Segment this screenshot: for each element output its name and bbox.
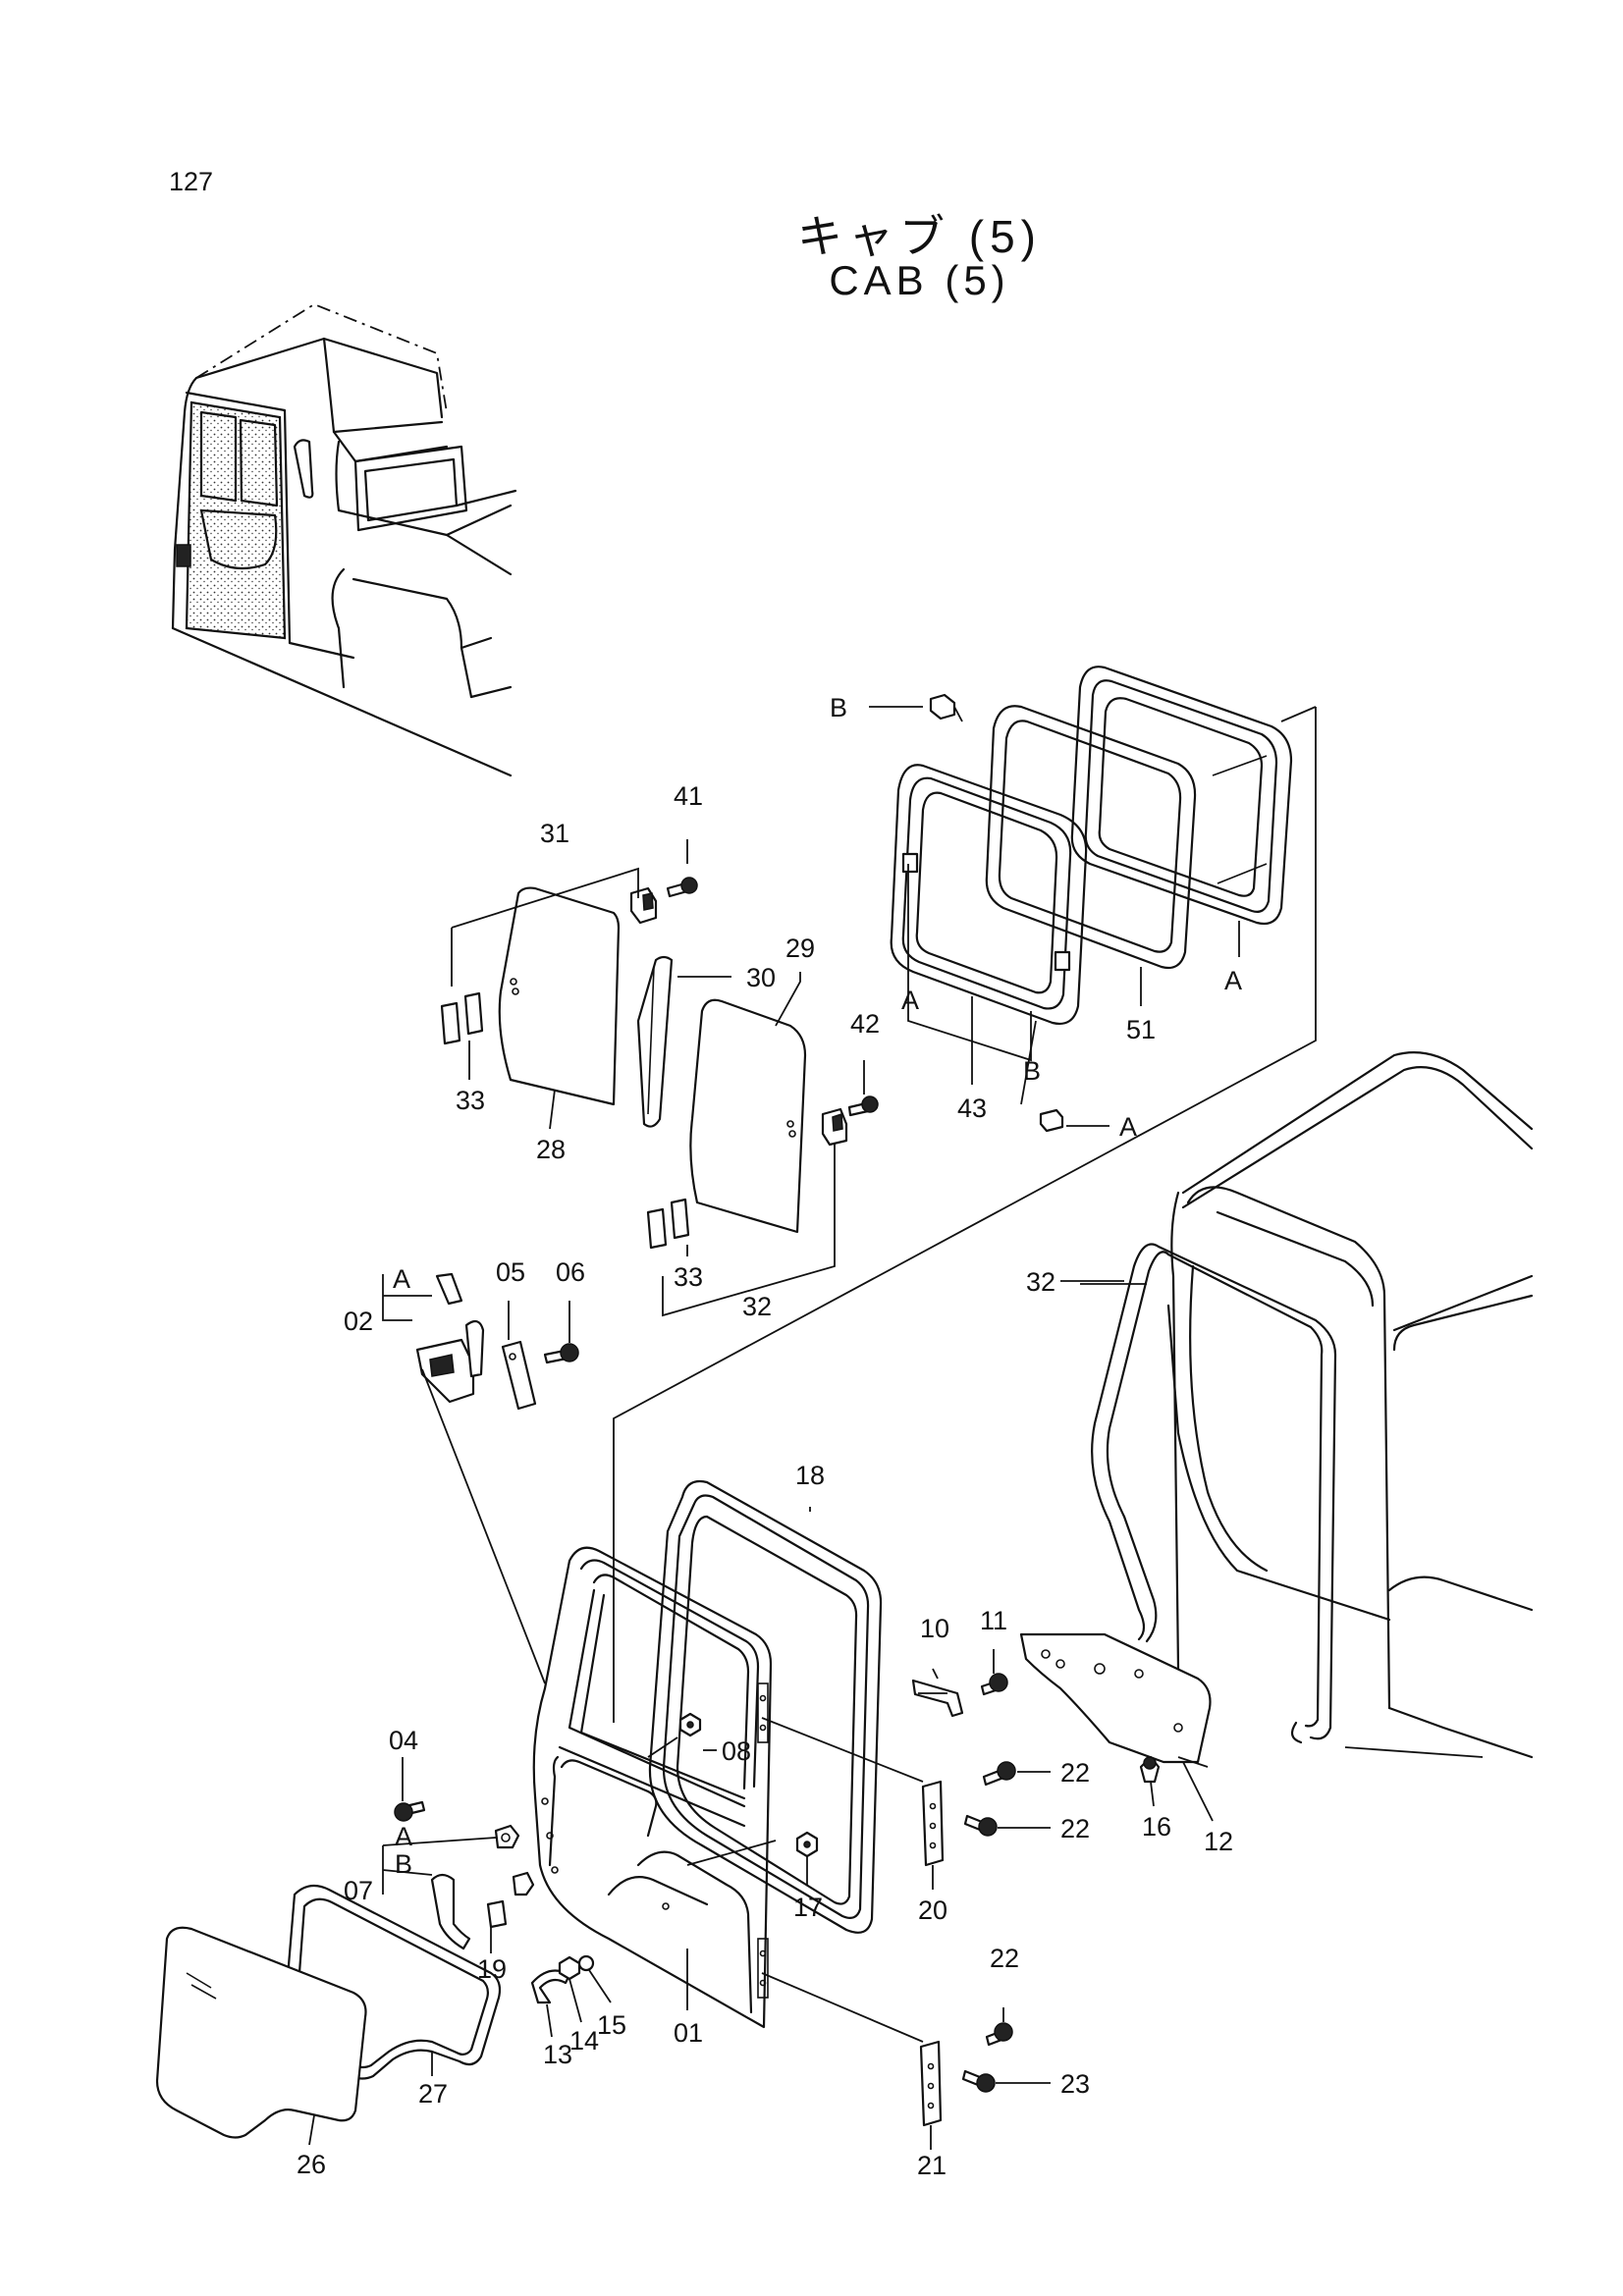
door-assembly bbox=[532, 1479, 883, 2029]
cab-overview-illustration bbox=[171, 302, 517, 777]
callout-label: 22 bbox=[1060, 1758, 1090, 1788]
lower-glass-group bbox=[155, 1884, 502, 2139]
callout-label: A bbox=[393, 1264, 410, 1294]
callout-label: 33 bbox=[674, 1262, 703, 1292]
callout-label: 28 bbox=[536, 1135, 566, 1164]
callout-layer: B A 51 43 A B A 41 31 33 28 30 29 42 33 … bbox=[297, 693, 1242, 2180]
callout-label: 32 bbox=[742, 1292, 772, 1321]
callout-label: 06 bbox=[556, 1257, 585, 1287]
callout-label: A bbox=[1119, 1112, 1137, 1142]
callout-label: 30 bbox=[746, 963, 776, 992]
door-handle-group bbox=[394, 1800, 595, 2004]
page-number: 127 bbox=[169, 167, 214, 196]
callout-label: 11 bbox=[980, 1606, 1007, 1635]
callout-label: 32 bbox=[1026, 1267, 1055, 1297]
callout-label: 16 bbox=[1142, 1812, 1171, 1842]
callout-label: 05 bbox=[496, 1257, 525, 1287]
callout-label: 15 bbox=[597, 2010, 626, 2040]
callout-label: 19 bbox=[477, 1954, 507, 1984]
callout-label: 29 bbox=[785, 934, 815, 963]
latch-assembly bbox=[415, 1272, 579, 1411]
callout-label: 51 bbox=[1126, 1015, 1156, 1044]
callout-label: 43 bbox=[957, 1094, 987, 1123]
title-japanese: キャブ (5) bbox=[797, 211, 1042, 262]
callout-label: 18 bbox=[795, 1461, 825, 1490]
callout-label: 01 bbox=[674, 2018, 703, 2048]
callout-label: 12 bbox=[1204, 1827, 1233, 1856]
callout-label: 02 bbox=[344, 1307, 373, 1336]
callout-label: 22 bbox=[1060, 1814, 1090, 1843]
callout-label: A bbox=[901, 986, 919, 1015]
callout-label: 42 bbox=[850, 1009, 880, 1039]
sliding-glass-group bbox=[440, 877, 879, 1250]
callout-label: B bbox=[830, 693, 847, 722]
callout-label: 17 bbox=[793, 1893, 823, 1922]
callout-label: A bbox=[1224, 966, 1242, 995]
callout-label: 27 bbox=[418, 2079, 448, 2109]
window-frame-group bbox=[890, 666, 1293, 1133]
door-stop-plate-group bbox=[911, 1632, 1212, 1784]
callout-label: 10 bbox=[920, 1614, 949, 1643]
callout-label: B bbox=[1023, 1056, 1041, 1086]
callout-label: 31 bbox=[540, 819, 569, 848]
callout-label: 23 bbox=[1060, 2069, 1090, 2099]
hinge-group bbox=[919, 1761, 1016, 2127]
callout-label: 14 bbox=[569, 2026, 599, 2056]
callout-label: 41 bbox=[674, 781, 703, 811]
callout-label: 33 bbox=[456, 1086, 485, 1115]
callout-label: B bbox=[395, 1849, 412, 1879]
callout-label: 13 bbox=[543, 2040, 572, 2069]
callout-label: 21 bbox=[917, 2151, 947, 2180]
callout-label: 26 bbox=[297, 2150, 326, 2179]
callout-label: 22 bbox=[990, 1944, 1019, 1973]
leader-lines bbox=[421, 706, 1317, 2043]
callout-label: A bbox=[395, 1822, 412, 1851]
title-english: CAB (5) bbox=[829, 257, 1010, 303]
callout-label: 07 bbox=[344, 1876, 373, 1905]
callout-label: 04 bbox=[389, 1726, 418, 1755]
callout-label: 08 bbox=[722, 1736, 751, 1766]
cab-body-outline-right bbox=[1091, 1051, 1534, 1759]
callout-label: 20 bbox=[918, 1896, 947, 1925]
